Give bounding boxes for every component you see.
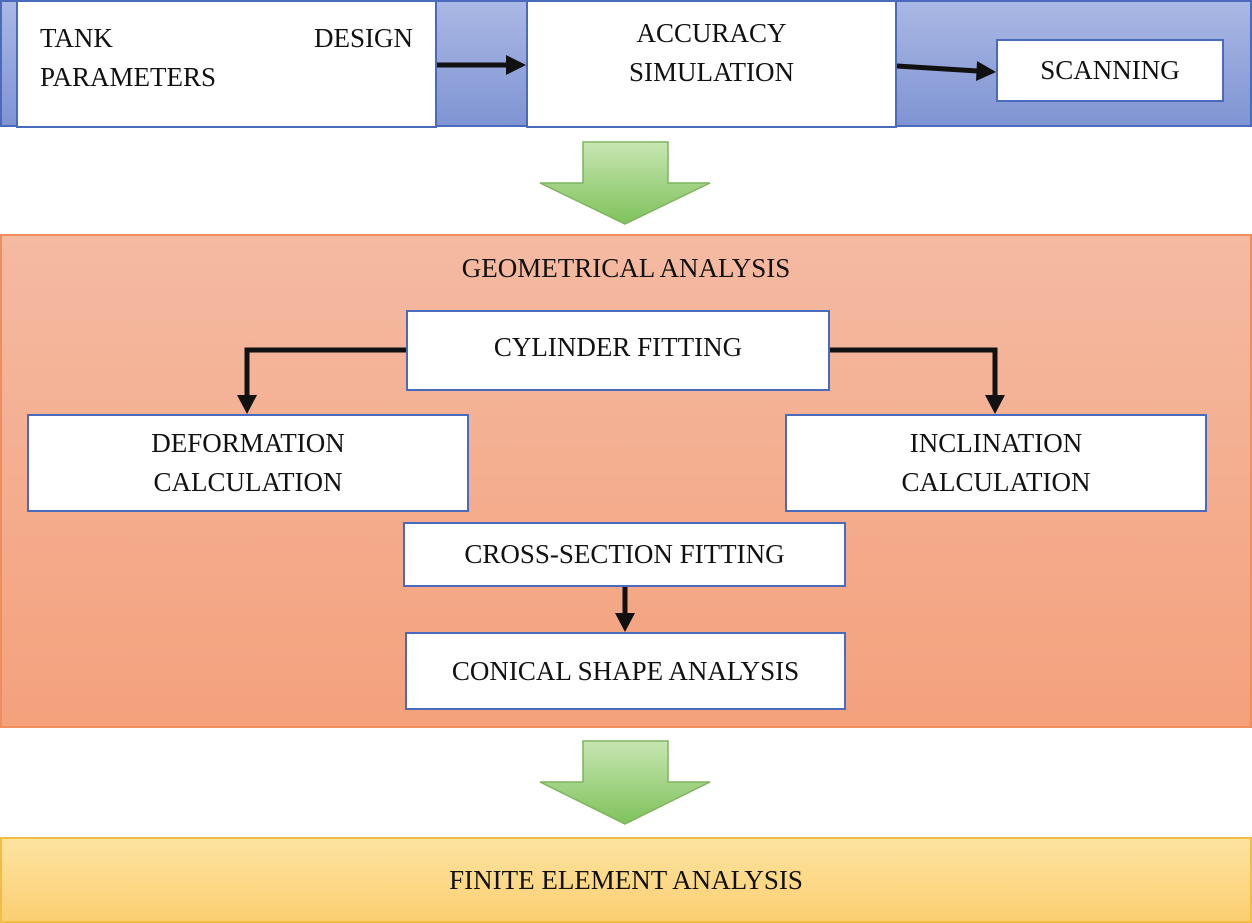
tank-design-parameters-word-2: DESIGN — [314, 23, 413, 53]
arrow-cross-section-to-conical — [615, 587, 635, 632]
conical-shape-analysis-box: CONICAL SHAPE ANALYSIS — [405, 632, 846, 710]
stage-down-arrow-1 — [539, 141, 711, 225]
scanning-box: SCANNING — [996, 39, 1224, 102]
tank-design-parameters-word-1: TANK — [40, 23, 113, 53]
deformation-calculation-box: DEFORMATION CALCULATION — [27, 414, 469, 512]
geometrical-analysis-title: GEOMETRICAL ANALYSIS — [461, 253, 791, 283]
arrow-cylinder-to-inclination — [830, 347, 1005, 414]
deformation-calculation-line1: DEFORMATION — [151, 428, 345, 458]
arrow-simulation-to-scanning — [896, 61, 996, 81]
stage-down-arrow-2 — [539, 740, 711, 825]
accuracy-simulation-line2: SIMULATION — [629, 57, 794, 87]
tank-design-parameters-box: TANK DESIGN PARAMETERS — [16, 0, 437, 128]
finite-element-analysis-band: FINITE ELEMENT ANALYSIS — [0, 837, 1252, 923]
inclination-calculation-line2: CALCULATION — [901, 467, 1091, 497]
accuracy-simulation-box: ACCURACY SIMULATION — [526, 0, 897, 128]
arrow-params-to-simulation — [437, 55, 526, 75]
finite-element-analysis-label: FINITE ELEMENT ANALYSIS — [449, 864, 803, 895]
tank-design-parameters-line2: PARAMETERS — [40, 62, 217, 92]
cross-section-fitting-box: CROSS-SECTION FITTING — [403, 522, 846, 587]
conical-shape-analysis-label: CONICAL SHAPE ANALYSIS — [451, 655, 800, 686]
cylinder-fitting-label: CYLINDER FITTING — [493, 332, 743, 362]
inclination-calculation-box: INCLINATION CALCULATION — [785, 414, 1207, 512]
scanning-label: SCANNING — [1040, 55, 1180, 85]
accuracy-simulation-line1: ACCURACY — [636, 18, 787, 48]
cross-section-fitting-label: CROSS-SECTION FITTING — [464, 539, 785, 569]
cylinder-fitting-box: CYLINDER FITTING — [406, 310, 830, 391]
deformation-calculation-line2: CALCULATION — [153, 467, 343, 497]
inclination-calculation-line1: INCLINATION — [909, 428, 1083, 458]
arrow-cylinder-to-deformation — [237, 347, 406, 414]
